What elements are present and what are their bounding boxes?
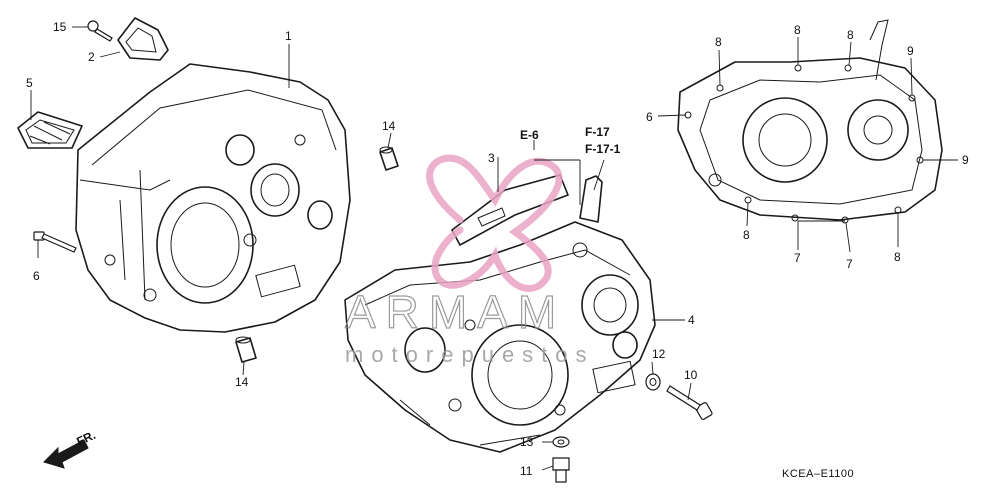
callout-9-a: 9: [907, 44, 914, 58]
bolt-part-15: [87, 20, 113, 42]
callout-1: 1: [285, 29, 292, 43]
callout-8-e: 8: [894, 250, 901, 264]
callout-6-left: 6: [33, 269, 40, 283]
bolt-part-6-left: [33, 231, 77, 253]
callout-3: 3: [488, 151, 495, 165]
bolt-part-10: [666, 385, 713, 420]
dowel-pin-part-14-upper: [379, 146, 399, 171]
diagram-code: KCEA–E1100: [782, 468, 854, 480]
gasket-part-2: [117, 17, 169, 61]
left-crankcase-half: [75, 63, 351, 333]
watermark-logo-icon: [426, 154, 563, 292]
callout-15: 15: [53, 20, 67, 34]
callout-8-b: 8: [794, 23, 801, 37]
callout-4: 4: [688, 313, 695, 327]
callout-14-lower: 14: [235, 375, 249, 389]
section-references: E-6 F-17 F-17-1: [520, 125, 621, 156]
ref-f17-1: F-17-1: [585, 142, 621, 156]
callout-labels: 1 2 3 4 5 6 6 7 7 8 8 8 8 8 9 9 10 11 12…: [26, 20, 969, 478]
washer-part-12: [645, 373, 661, 391]
ref-e6: E-6: [520, 128, 539, 142]
leader-lines: [30, 26, 958, 471]
watermark-subtitle: motorepuestos: [345, 342, 595, 367]
callout-12: 12: [652, 347, 666, 361]
dowel-pin-part-14-lower: [235, 336, 257, 363]
watermark-title: ARMAM: [345, 286, 566, 338]
ref-f17: F-17: [585, 125, 610, 139]
callout-10: 10: [684, 368, 698, 382]
callout-7-a: 7: [794, 251, 801, 265]
callout-13: 13: [520, 435, 534, 449]
callout-7-b: 7: [846, 257, 853, 271]
callout-8-c: 8: [847, 28, 854, 42]
callout-5: 5: [26, 76, 33, 90]
watermark: ARMAM motorepuestos: [344, 154, 595, 367]
callout-11: 11: [520, 464, 533, 478]
bracket-part-3: [451, 174, 569, 246]
front-direction-marker: FR.: [43, 428, 98, 469]
drain-plug-part-11: [552, 457, 570, 483]
callout-9-b: 9: [962, 153, 969, 167]
crankcase-gasket: [677, 19, 943, 224]
callout-8-a: 8: [715, 35, 722, 49]
right-crankcase-half: [344, 175, 656, 453]
callout-6-gasket: 6: [646, 110, 653, 124]
oil-strainer-part-5: [17, 111, 83, 149]
callout-8-d: 8: [743, 228, 750, 242]
callout-14-upper: 14: [382, 119, 396, 133]
front-label: FR.: [74, 428, 97, 449]
callout-2: 2: [88, 50, 95, 64]
washer-part-13: [552, 436, 570, 448]
front-arrow-icon: [43, 439, 89, 469]
